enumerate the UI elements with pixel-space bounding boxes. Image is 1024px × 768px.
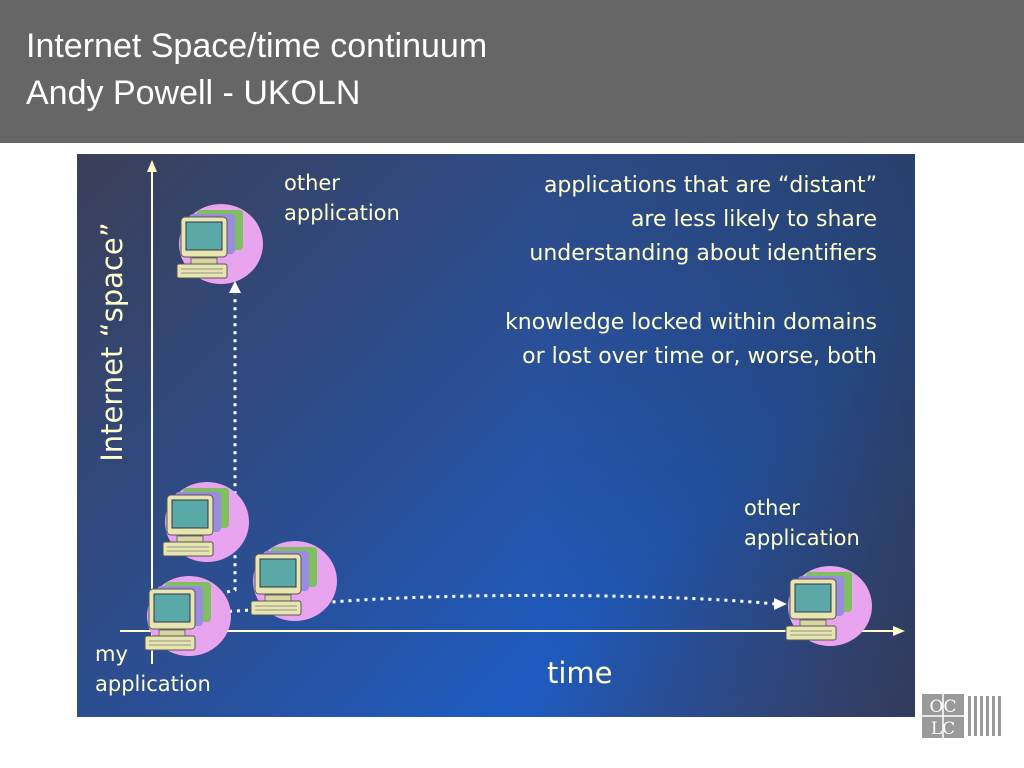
label-other-right-line1: other [744, 496, 800, 520]
computer-icon-mid [162, 481, 250, 563]
note1-line1: applications that are “distant” [543, 173, 877, 198]
slide-title: Internet Space/time continuum [26, 27, 488, 65]
space-time-diagram [120, 160, 905, 664]
computer-icon-other-right [785, 565, 873, 647]
title-bar: Internet Space/time continuum Andy Powel… [0, 0, 1024, 143]
label-other-top: other application [284, 168, 400, 228]
label-my-line1: my [95, 642, 128, 666]
x-axis-label: time [547, 656, 613, 690]
diagram-panel: Internet “space” time other application … [77, 154, 915, 717]
note1-line3: understanding about identifiers [529, 241, 877, 266]
label-other-top-line2: application [284, 201, 400, 225]
computer-icon-other-top [176, 203, 264, 285]
computer-icon-mid-right [250, 540, 338, 622]
label-my-line2: application [95, 672, 211, 696]
note1-line2: are less likely to share [630, 207, 877, 232]
connector-horizontal [196, 593, 787, 614]
oclc-logo: OC LC [922, 694, 1001, 738]
note-distant-apps: applications that are “distant” are less… [529, 169, 877, 271]
y-axis [147, 160, 157, 664]
logo-bars [968, 696, 1001, 736]
note2-line1: knowledge locked within domains [505, 310, 877, 335]
slide-subtitle: Andy Powell - UKOLN [26, 74, 361, 112]
label-other-right-line2: application [744, 526, 860, 550]
connector-vertical [226, 281, 241, 594]
logo-text-bottom: LC [931, 719, 955, 738]
label-other-right: other application [744, 493, 860, 553]
logo-text-top: OC [930, 697, 957, 717]
label-other-top-line1: other [284, 171, 340, 195]
label-my-application: my application [95, 639, 211, 699]
note-knowledge-locked: knowledge locked within domains or lost … [505, 306, 877, 374]
y-axis-label: Internet “space” [95, 222, 129, 462]
note2-line2: or lost over time or, worse, both [522, 344, 877, 369]
x-axis [120, 626, 905, 636]
